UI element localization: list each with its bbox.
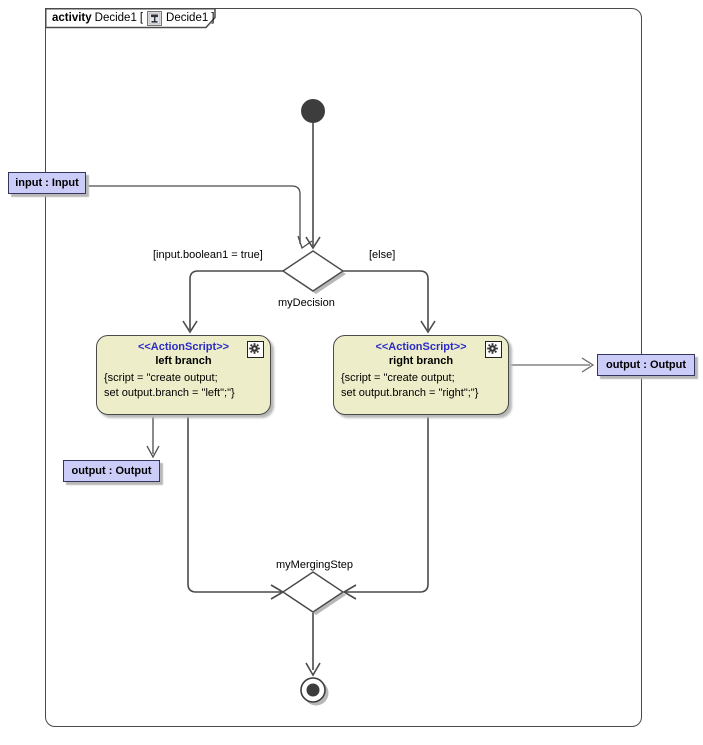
arrowhead-final [305,662,321,677]
shadows [286,254,346,706]
decision-name-label: myDecision [278,297,335,309]
activity-name: Decide1 [94,12,137,24]
edges [86,123,595,677]
action-name: right branch [388,355,454,367]
arrowhead-right-action [420,320,436,334]
gear-icon [485,341,502,358]
guard-else-label: [else] [369,249,396,261]
stereotype-label: <<ActionScript>> [375,341,467,353]
initial-node[interactable] [301,99,325,123]
edge-right-to-merge[interactable] [346,417,429,593]
output-pin-right[interactable]: output : Output [597,354,695,376]
arrowhead-input-pin [297,235,313,250]
arrowhead-decision-top [305,236,321,250]
script-line-1: {script = "create output; [104,372,218,384]
activity-diagram-icon [147,10,163,26]
script-line-2: set output.branch = "right";"} [341,387,479,399]
action-script-text: {script = "create output; set output.bra… [104,371,270,401]
activity-keyword: activity [52,12,92,24]
action-node-right[interactable]: <<ActionScript>> right branch {script = … [333,335,509,415]
action-node-left[interactable]: <<ActionScript>> left branch {script = "… [96,335,271,415]
merge-node[interactable] [281,571,345,613]
arrowhead-left-action [182,320,198,334]
gear-icon [247,341,264,358]
open-bracket: [ [139,12,144,24]
script-line-2: set output.branch = "left";"} [104,387,235,399]
edge-decision-to-left[interactable] [189,270,284,330]
output-pin-left[interactable]: output : Output [63,460,160,482]
final-node[interactable] [300,677,326,703]
arrowhead-output-left [146,445,160,459]
edge-left-to-merge[interactable] [187,417,281,593]
frame-title-tab[interactable] [45,8,216,29]
stereotype-label: <<ActionScript>> [137,341,230,353]
edge-decision-to-right[interactable] [342,270,429,330]
frame-title: activity Decide1 [ Decide1 ] [52,10,214,26]
merge-name-label: myMergingStep [276,559,354,571]
guard-true-label: [input.boolean1 = true] [153,249,263,261]
action-name: left branch [155,355,212,367]
close-bracket: ] [211,12,215,24]
arrowhead-output-right [581,357,595,373]
final-node-inner-dot [306,683,320,697]
action-script-text: {script = "create output; set output.bra… [341,371,508,401]
script-line-1: {script = "create output; [341,372,455,384]
decision-node[interactable] [281,250,345,292]
diagram-name: Decide1 [166,12,209,24]
input-pin[interactable]: input : Input [8,172,86,194]
edge-input-pin[interactable] [86,185,301,244]
